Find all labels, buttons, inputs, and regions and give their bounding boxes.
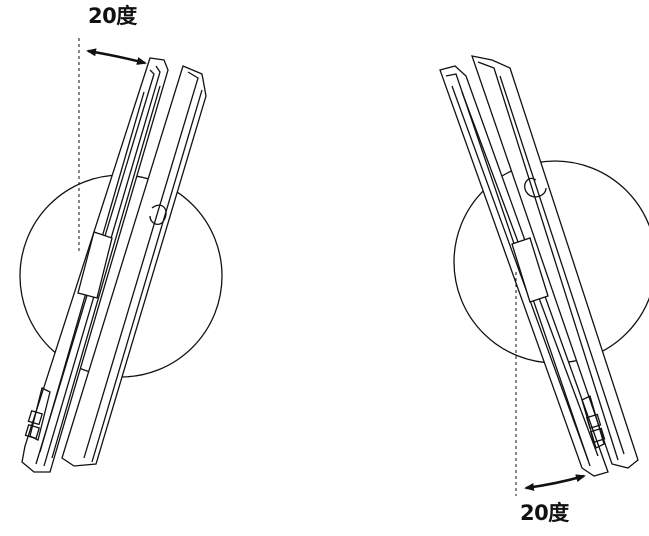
right-angle-arrow [524, 474, 586, 491]
right-figure [439, 55, 649, 496]
left-connector-block [77, 231, 113, 299]
right-ports [581, 395, 606, 449]
left-hinge-loop [149, 204, 167, 226]
left-figure [19, 38, 223, 473]
right-hinge-loop [524, 177, 547, 198]
left-angle-label: 20度 [88, 4, 137, 28]
left-angle-arrow [86, 48, 147, 65]
right-connector-block [511, 237, 549, 303]
left-rear-plate [61, 65, 207, 467]
right-angle-label: 20度 [520, 501, 569, 525]
left-ports [24, 387, 51, 441]
